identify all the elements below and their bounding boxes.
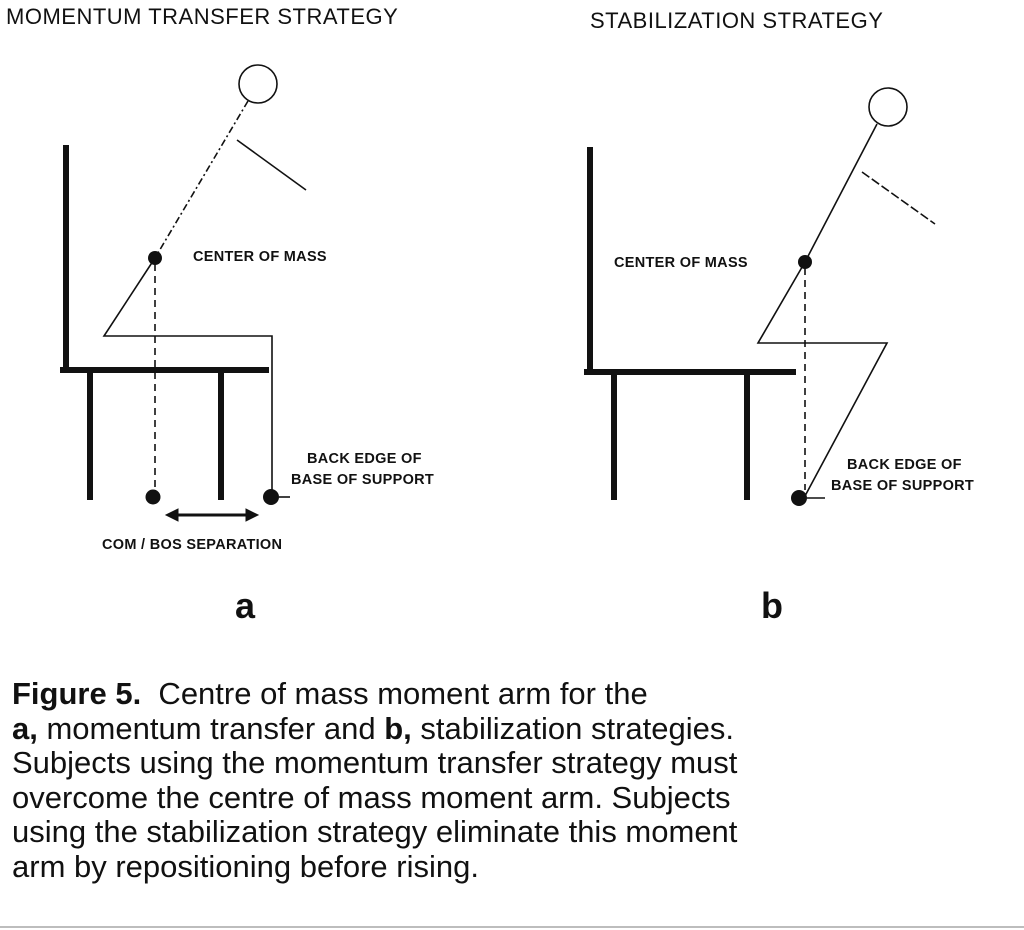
panel-b-title: STABILIZATION STRATEGY [590, 8, 884, 33]
figure-caption: Figure 5. Centre of mass moment arm for … [12, 676, 1012, 884]
panel-a-drawing: CENTER OF MASS BACK EDGE OF BASE OF SUPP… [60, 64, 434, 626]
figure-label: Figure 5. [12, 676, 142, 711]
panel-letter-a: a [235, 585, 256, 626]
caption-line-4: overcome the centre of mass moment arm. … [12, 779, 731, 815]
caption-line-2-end: stabilization strategies. [411, 710, 734, 746]
caption-line-5: using the stabilization strategy elimina… [12, 814, 738, 849]
bos-label-b-line2: BASE OF SUPPORT [831, 478, 974, 494]
panel-letter-b: b [761, 585, 783, 626]
bos-label-b-line1: BACK EDGE OF [847, 457, 962, 473]
caption-a-label: a, [12, 710, 38, 746]
bos-label-a-line2: BASE OF SUPPORT [291, 472, 434, 488]
chair-a [60, 145, 269, 500]
bos-label-a-line1: BACK EDGE OF [307, 451, 422, 467]
bos-point-a [263, 489, 279, 505]
center-of-mass-point-a [148, 251, 162, 265]
stick-figure-a [102, 64, 307, 494]
head-b [868, 87, 908, 127]
separation-label: COM / BOS SEPARATION [102, 537, 282, 553]
chair-b [584, 147, 796, 500]
bos-point-b [791, 490, 807, 506]
caption-line-2-mid: momentum transfer and [37, 710, 385, 746]
bottom-divider [0, 926, 1024, 928]
com-ground-point-a [145, 489, 161, 505]
panel-a-title: MOMENTUM TRANSFER STRATEGY [6, 4, 399, 29]
head-a [238, 64, 278, 104]
caption-line-3: Subjects using the momentum transfer str… [12, 745, 738, 780]
panel-b-drawing: CENTER OF MASS BACK EDGE OF BASE OF SUPP… [584, 87, 974, 626]
center-of-mass-point-b [798, 255, 812, 269]
com-label-a: CENTER OF MASS [193, 249, 327, 265]
caption-b-label: b, [384, 710, 412, 746]
caption-line-1-text: Centre of mass moment arm for the [141, 676, 648, 711]
com-label-b: CENTER OF MASS [614, 255, 748, 271]
caption-line-6: arm by repositioning before rising. [12, 848, 479, 884]
caption-line-2: a, momentum transfer and b, stabilizatio… [12, 710, 1012, 747]
caption-line-1: Figure 5. Centre of mass moment arm for … [12, 676, 1012, 712]
stick-figure-b [756, 87, 936, 497]
figure-diagram: CENTER OF MASS BACK EDGE OF BASE OF SUPP… [60, 64, 974, 626]
separation-arrow [164, 508, 260, 522]
